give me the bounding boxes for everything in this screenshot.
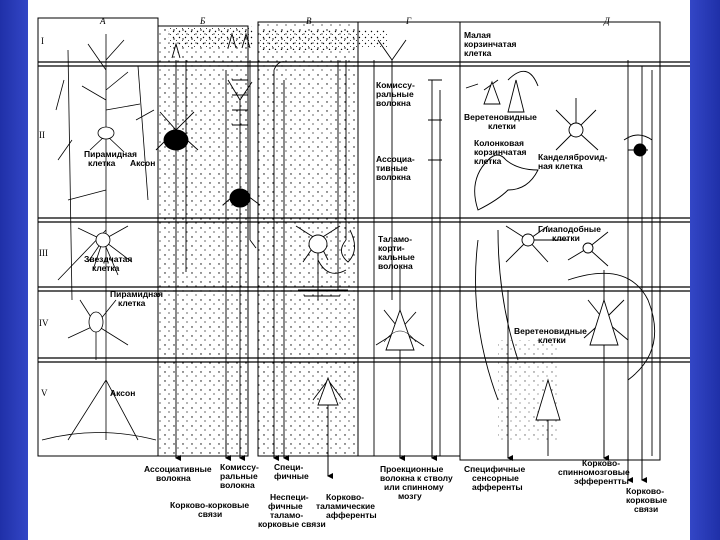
- layer-iii-label: III: [39, 248, 48, 258]
- commissural-fibers-label-1: Комиссу-: [376, 80, 415, 90]
- diagram-sheet: А Б В Г Д I II III I: [28, 0, 690, 540]
- layer-iv-label: IV: [39, 318, 49, 328]
- axon-label-top: Аксон: [130, 158, 155, 168]
- bottom-labels: Ассоциативные волокна Комиссу- ральные в…: [144, 458, 667, 529]
- chandelier-cell-label-2: ная клетка: [538, 161, 583, 171]
- bottom-projection-1: Проекционные: [380, 464, 444, 474]
- bottom-corticospinal-3: эфферентты: [574, 476, 629, 486]
- pyramidal-cell-label-2: клетка: [88, 158, 116, 168]
- column-a-label: А: [99, 16, 106, 26]
- bottom-cortico-cortical-right-3: связи: [634, 504, 658, 514]
- bottom-projection-3: или спинному: [384, 482, 444, 492]
- column-v-label: В: [306, 16, 312, 26]
- cortex-layers-diagram: А Б В Г Д I II III I: [37, 16, 690, 529]
- bottom-nonspecific-1: Неспеци-: [270, 492, 309, 502]
- bottom-association-2: волокна: [156, 473, 191, 483]
- association-fibers-label-2: тивные: [376, 163, 408, 173]
- bottom-specific-sensory-2: сенсорные: [472, 473, 519, 483]
- bottom-commissural-2: ральные: [220, 471, 258, 481]
- bottom-corticothalamic-2: таламические: [316, 501, 375, 511]
- axon-label-bottom: Аксон: [110, 388, 135, 398]
- layer-i-label: I: [41, 36, 44, 46]
- bottom-cortico-cortical-right-1: Корково-: [626, 486, 664, 496]
- bottom-commissural-3: волокна: [220, 480, 255, 490]
- right-blue-border: [690, 0, 720, 540]
- glia-like-cells-label-2: клетки: [552, 233, 580, 243]
- column-v-neurons: [273, 60, 355, 470]
- small-basket-cell-label-2: корзинчатая: [464, 39, 517, 49]
- bottom-association-1: Ассоциативные: [144, 464, 212, 474]
- chandelier-cell-label-1: Канделяброvид-: [538, 152, 608, 162]
- column-headers: А Б В Г Д: [99, 16, 611, 26]
- left-blue-border: [0, 0, 28, 540]
- bottom-specific-1: Специ-: [274, 462, 303, 472]
- column-b-neurons: [155, 32, 261, 456]
- bottom-nonspecific-4: корковые связи: [258, 519, 326, 529]
- layer-numerals: I II III IV V: [39, 36, 49, 398]
- output-arrows: [175, 440, 647, 483]
- commissural-fibers-label-2: ральные: [376, 89, 414, 99]
- pyramidal-cell-label-1: Пирамидная: [84, 149, 137, 159]
- bottom-specific-sensory-1: Специфичные: [464, 464, 525, 474]
- thalamocortical-label-1: Таламо-: [378, 234, 412, 244]
- bottom-specific-sensory-3: афференты: [472, 482, 523, 492]
- bottom-cortico-cortical-right-2: корковые: [626, 495, 667, 505]
- columnar-basket-label-1: Колонковая: [474, 138, 524, 148]
- column-b-label: Б: [199, 16, 206, 26]
- bottom-commissural-1: Комиссу-: [220, 462, 259, 472]
- bottom-nonspecific-2: фичные: [268, 501, 303, 511]
- layer-v-label: V: [41, 388, 48, 398]
- commissural-fibers-label-3: волокна: [376, 98, 411, 108]
- bottom-projection-4: мозгу: [398, 491, 422, 501]
- bottom-specific-2: фичные: [274, 471, 309, 481]
- spindle-cells-bottom-label-2: клетки: [538, 335, 566, 345]
- association-fibers-label-3: волокна: [376, 172, 411, 182]
- fiber-labels: Комиссу- ральные волокна Ассоциа- тивные…: [376, 30, 608, 345]
- pyramidal-cell-bottom-label-2: клетка: [118, 298, 146, 308]
- columnar-basket-label-2: корзинчатая: [474, 147, 527, 157]
- thalamocortical-label-4: волокна: [378, 261, 413, 271]
- column-g-neurons: [373, 39, 442, 456]
- glia-like-cells-label-1: Глиаподобные: [538, 224, 601, 234]
- columnar-basket-label-3: клетка: [474, 156, 502, 166]
- thalamocortical-label-2: корти-: [378, 243, 405, 253]
- bottom-cortico-cortical-1: Корково-корковые: [170, 500, 249, 510]
- stellate-cell-label-2: клетка: [92, 263, 120, 273]
- bottom-projection-2: волокна к стволу: [380, 473, 453, 483]
- stellate-cell-label-1: Звездчатая: [84, 254, 132, 264]
- layer-boundaries: [38, 61, 690, 363]
- spindle-cells-top-label-2: клетки: [488, 121, 516, 131]
- column-g-label: Г: [405, 16, 412, 26]
- bottom-corticospinal-2: спинномозговые: [558, 467, 630, 477]
- column-a-neurons: [41, 34, 157, 441]
- bottom-corticothalamic-1: Корково-: [326, 492, 364, 502]
- column-a-labels: Пирамидная клетка Аксон Звездчатая клетк…: [84, 149, 163, 398]
- spindle-cells-top-label-1: Веретеновидные: [464, 112, 537, 122]
- bottom-nonspecific-3: таламо-: [270, 510, 303, 520]
- bottom-cortico-cortical-2: связи: [198, 509, 222, 519]
- bottom-corticospinal-1: Корково-: [582, 458, 620, 468]
- column-d-neurons: [465, 60, 656, 456]
- small-basket-cell-label-1: Малая: [464, 30, 491, 40]
- pyramidal-cell-bottom-label-1: Пирамидная: [110, 289, 163, 299]
- thalamocortical-label-3: кальные: [378, 252, 415, 262]
- column-d-label: Д: [603, 16, 611, 26]
- small-basket-cell-label-3: клетка: [464, 48, 492, 58]
- spindle-cells-bottom-label-1: Веретеновидные: [514, 326, 587, 336]
- association-fibers-label-1: Ассоциа-: [376, 154, 415, 164]
- layer-ii-label: II: [39, 130, 45, 140]
- bottom-corticothalamic-3: афференты: [326, 510, 377, 520]
